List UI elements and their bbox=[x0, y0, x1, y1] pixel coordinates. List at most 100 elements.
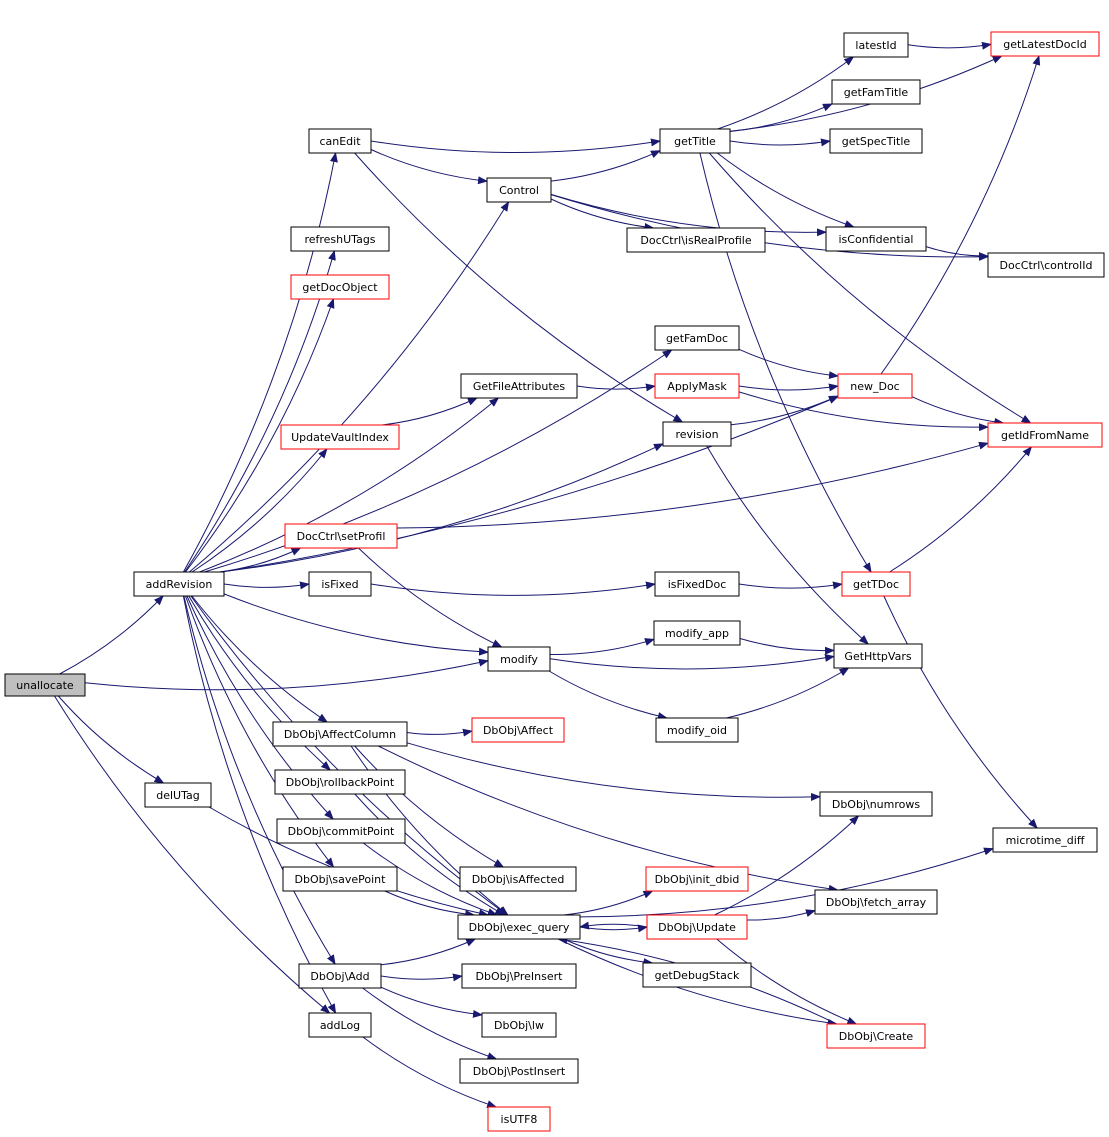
node-canEdit[interactable]: canEdit bbox=[308, 128, 372, 154]
node-box[interactable] bbox=[837, 373, 913, 399]
node-box[interactable] bbox=[282, 866, 398, 892]
node-box[interactable] bbox=[645, 866, 749, 892]
node-refreshUTags[interactable]: refreshUTags bbox=[290, 226, 390, 252]
node-box[interactable] bbox=[642, 962, 752, 988]
node-box[interactable] bbox=[646, 914, 748, 940]
node-box[interactable] bbox=[825, 226, 927, 252]
node-box[interactable] bbox=[833, 643, 923, 669]
node-box[interactable] bbox=[826, 1023, 926, 1049]
node-modify_oid[interactable]: modify_oid bbox=[655, 717, 739, 743]
node-box[interactable] bbox=[987, 252, 1105, 278]
node-modify_app[interactable]: modify_app bbox=[653, 620, 741, 646]
node-box[interactable] bbox=[487, 646, 551, 672]
node-numrows[interactable]: DbObj\numrows bbox=[819, 791, 933, 817]
node-box[interactable] bbox=[4, 673, 86, 697]
node-controlId[interactable]: DocCtrl\controlId bbox=[987, 252, 1105, 278]
node-isRealProfile[interactable]: DocCtrl\isRealProfile bbox=[626, 227, 766, 253]
node-isFixedDoc[interactable]: isFixedDoc bbox=[654, 571, 740, 597]
node-ApplyMask[interactable]: ApplyMask bbox=[654, 373, 740, 399]
node-box[interactable] bbox=[280, 424, 400, 450]
node-box[interactable] bbox=[654, 571, 740, 597]
node-commitPoint[interactable]: DbObj\commitPoint bbox=[276, 818, 406, 844]
node-setProfil[interactable]: DocCtrl\setProfil bbox=[284, 523, 398, 549]
node-box[interactable] bbox=[308, 571, 372, 597]
node-box[interactable] bbox=[290, 226, 390, 252]
node-box[interactable] bbox=[655, 717, 739, 743]
node-getIdFromName[interactable]: getIdFromName bbox=[987, 422, 1103, 448]
node-lw[interactable]: DbObj\lw bbox=[481, 1012, 557, 1038]
node-init_dbid[interactable]: DbObj\init_dbid bbox=[645, 866, 749, 892]
node-PreInsert[interactable]: DbObj\PreInsert bbox=[461, 963, 577, 989]
node-box[interactable] bbox=[662, 421, 732, 447]
node-box[interactable] bbox=[843, 32, 909, 58]
node-box[interactable] bbox=[276, 818, 406, 844]
node-savePoint[interactable]: DbObj\savePoint bbox=[282, 866, 398, 892]
node-box[interactable] bbox=[841, 571, 911, 597]
node-getLatestDocId[interactable]: getLatestDocId bbox=[990, 31, 1100, 57]
node-fetch_array[interactable]: DbObj\fetch_array bbox=[814, 889, 938, 915]
node-DbCreate[interactable]: DbObj\Create bbox=[826, 1023, 926, 1049]
node-box[interactable] bbox=[990, 31, 1100, 57]
node-box[interactable] bbox=[298, 963, 382, 989]
node-box[interactable] bbox=[659, 128, 731, 154]
node-rollbackPoint[interactable]: DbObj\rollbackPoint bbox=[274, 769, 406, 795]
node-box[interactable] bbox=[814, 889, 938, 915]
node-box[interactable] bbox=[654, 373, 740, 399]
node-GetFileAttributes[interactable]: GetFileAttributes bbox=[460, 373, 578, 399]
node-box[interactable] bbox=[461, 963, 577, 989]
node-delUTag[interactable]: delUTag bbox=[144, 782, 212, 808]
node-box[interactable] bbox=[487, 1106, 551, 1132]
node-Control[interactable]: Control bbox=[486, 177, 552, 203]
node-PostInsert[interactable]: DbObj\PostInsert bbox=[459, 1058, 579, 1084]
node-box[interactable] bbox=[144, 782, 212, 808]
node-box[interactable] bbox=[992, 827, 1098, 853]
node-isAffected[interactable]: DbObj\isAffected bbox=[459, 866, 577, 892]
node-exec_query[interactable]: DbObj\exec_query bbox=[457, 914, 581, 940]
node-unallocate[interactable]: unallocate bbox=[4, 673, 86, 697]
node-box[interactable] bbox=[284, 523, 398, 549]
node-box[interactable] bbox=[308, 128, 372, 154]
node-box[interactable] bbox=[457, 914, 581, 940]
node-DbAffect[interactable]: DbObj\Affect bbox=[471, 717, 565, 743]
node-box[interactable] bbox=[831, 79, 921, 105]
node-isConfidential[interactable]: isConfidential bbox=[825, 226, 927, 252]
node-getSpecTitle[interactable]: getSpecTitle bbox=[829, 128, 923, 154]
node-DbUpdate[interactable]: DbObj\Update bbox=[646, 914, 748, 940]
node-box[interactable] bbox=[829, 128, 923, 154]
node-addLog[interactable]: addLog bbox=[308, 1012, 372, 1038]
node-box[interactable] bbox=[471, 717, 565, 743]
node-box[interactable] bbox=[987, 422, 1103, 448]
node-getTDoc[interactable]: getTDoc bbox=[841, 571, 911, 597]
node-addRevision[interactable]: addRevision bbox=[133, 571, 225, 597]
node-isUTF8[interactable]: isUTF8 bbox=[487, 1106, 551, 1132]
node-box[interactable] bbox=[274, 769, 406, 795]
node-box[interactable] bbox=[654, 325, 740, 351]
node-box[interactable] bbox=[460, 373, 578, 399]
node-box[interactable] bbox=[290, 274, 390, 300]
node-box[interactable] bbox=[626, 227, 766, 253]
node-AffectColumn[interactable]: DbObj\AffectColumn bbox=[272, 721, 408, 747]
node-getDebugStack[interactable]: getDebugStack bbox=[642, 962, 752, 988]
node-UpdateVaultIndex[interactable]: UpdateVaultIndex bbox=[280, 424, 400, 450]
node-box[interactable] bbox=[308, 1012, 372, 1038]
node-box[interactable] bbox=[459, 866, 577, 892]
node-GetHttpVars[interactable]: GetHttpVars bbox=[833, 643, 923, 669]
node-box[interactable] bbox=[272, 721, 408, 747]
node-box[interactable] bbox=[819, 791, 933, 817]
node-getFamDoc[interactable]: getFamDoc bbox=[654, 325, 740, 351]
node-box[interactable] bbox=[459, 1058, 579, 1084]
node-latestId[interactable]: latestId bbox=[843, 32, 909, 58]
node-microtime_diff[interactable]: microtime_diff bbox=[992, 827, 1098, 853]
node-isFixed[interactable]: isFixed bbox=[308, 571, 372, 597]
node-box[interactable] bbox=[653, 620, 741, 646]
node-box[interactable] bbox=[133, 571, 225, 597]
node-box[interactable] bbox=[481, 1012, 557, 1038]
node-box[interactable] bbox=[486, 177, 552, 203]
node-getFamTitle[interactable]: getFamTitle bbox=[831, 79, 921, 105]
node-DbAdd[interactable]: DbObj\Add bbox=[298, 963, 382, 989]
node-new_Doc[interactable]: new_Doc bbox=[837, 373, 913, 399]
node-getDocObject[interactable]: getDocObject bbox=[290, 274, 390, 300]
node-revision[interactable]: revision bbox=[662, 421, 732, 447]
node-getTitle[interactable]: getTitle bbox=[659, 128, 731, 154]
node-modify[interactable]: modify bbox=[487, 646, 551, 672]
